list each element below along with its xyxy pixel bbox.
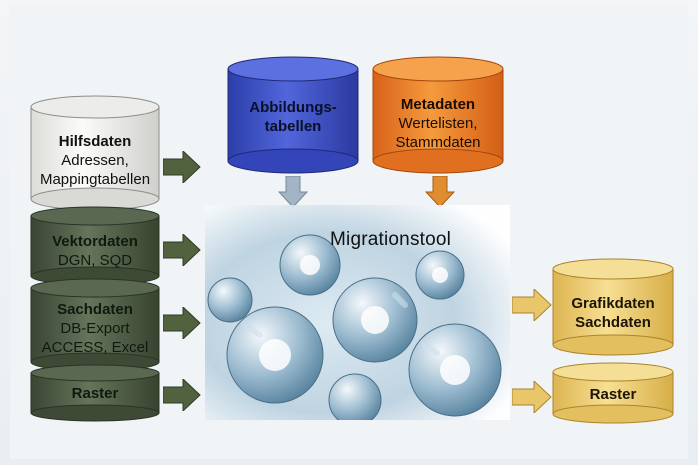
cylinder-metadaten: Metadaten Wertelisten, Stammdaten — [372, 55, 504, 175]
arrow-down-icon — [278, 176, 308, 208]
cylinder-vektordaten: Vektordaten DGN, SQD — [30, 206, 160, 286]
hilfsdaten-line2: Mappingtabellen — [39, 171, 151, 188]
cylinder-raster-output: Raster — [552, 362, 674, 424]
grafik-line2: Sachdaten — [575, 314, 651, 331]
arrow-right-icon — [163, 234, 201, 266]
vektordaten-title: Vektordaten — [52, 233, 138, 250]
migrationstool-title: Migrationstool — [330, 229, 452, 250]
vektordaten-line1: DGN, SQD — [57, 252, 133, 269]
raster-output-title: Raster — [589, 386, 637, 403]
arrow-right-icon — [163, 307, 201, 339]
hilfsdaten-line1: Adressen, — [61, 152, 129, 169]
raster-source-title: Raster — [71, 385, 119, 402]
arrow-right-icon — [163, 151, 201, 183]
metadaten-title: Metadaten — [400, 96, 476, 113]
cylinder-hilfsdaten: Hilfsdaten Adressen, Mappingtabellen — [30, 95, 160, 211]
abbildung-line2: tabellen — [264, 118, 322, 135]
arrow-right-icon — [163, 379, 201, 411]
gears-illustration — [205, 205, 510, 420]
arrow-right-icon — [512, 381, 552, 413]
metadaten-line2: Stammdaten — [395, 134, 481, 151]
abbildung-line1: Abbildungs- — [249, 99, 337, 116]
arrow-right-icon — [512, 289, 552, 321]
hilfsdaten-title: Hilfsdaten — [58, 133, 132, 150]
cylinder-grafikdaten: Grafikdaten Sachdaten — [552, 258, 674, 356]
cylinder-abbildungstabellen: Abbildungs- tabellen — [227, 55, 359, 175]
cylinder-sachdaten: Sachdaten DB-Export ACCESS, Excel — [30, 278, 160, 372]
grafik-line1: Grafikdaten — [571, 295, 655, 312]
sachdaten-title: Sachdaten — [57, 301, 133, 318]
sachdaten-line2: ACCESS, Excel — [41, 339, 149, 356]
metadaten-line1: Wertelisten, — [398, 115, 478, 132]
cylinder-raster-source: Raster — [30, 364, 160, 422]
sachdaten-line1: DB-Export — [60, 320, 130, 337]
arrow-down-icon — [425, 176, 455, 208]
